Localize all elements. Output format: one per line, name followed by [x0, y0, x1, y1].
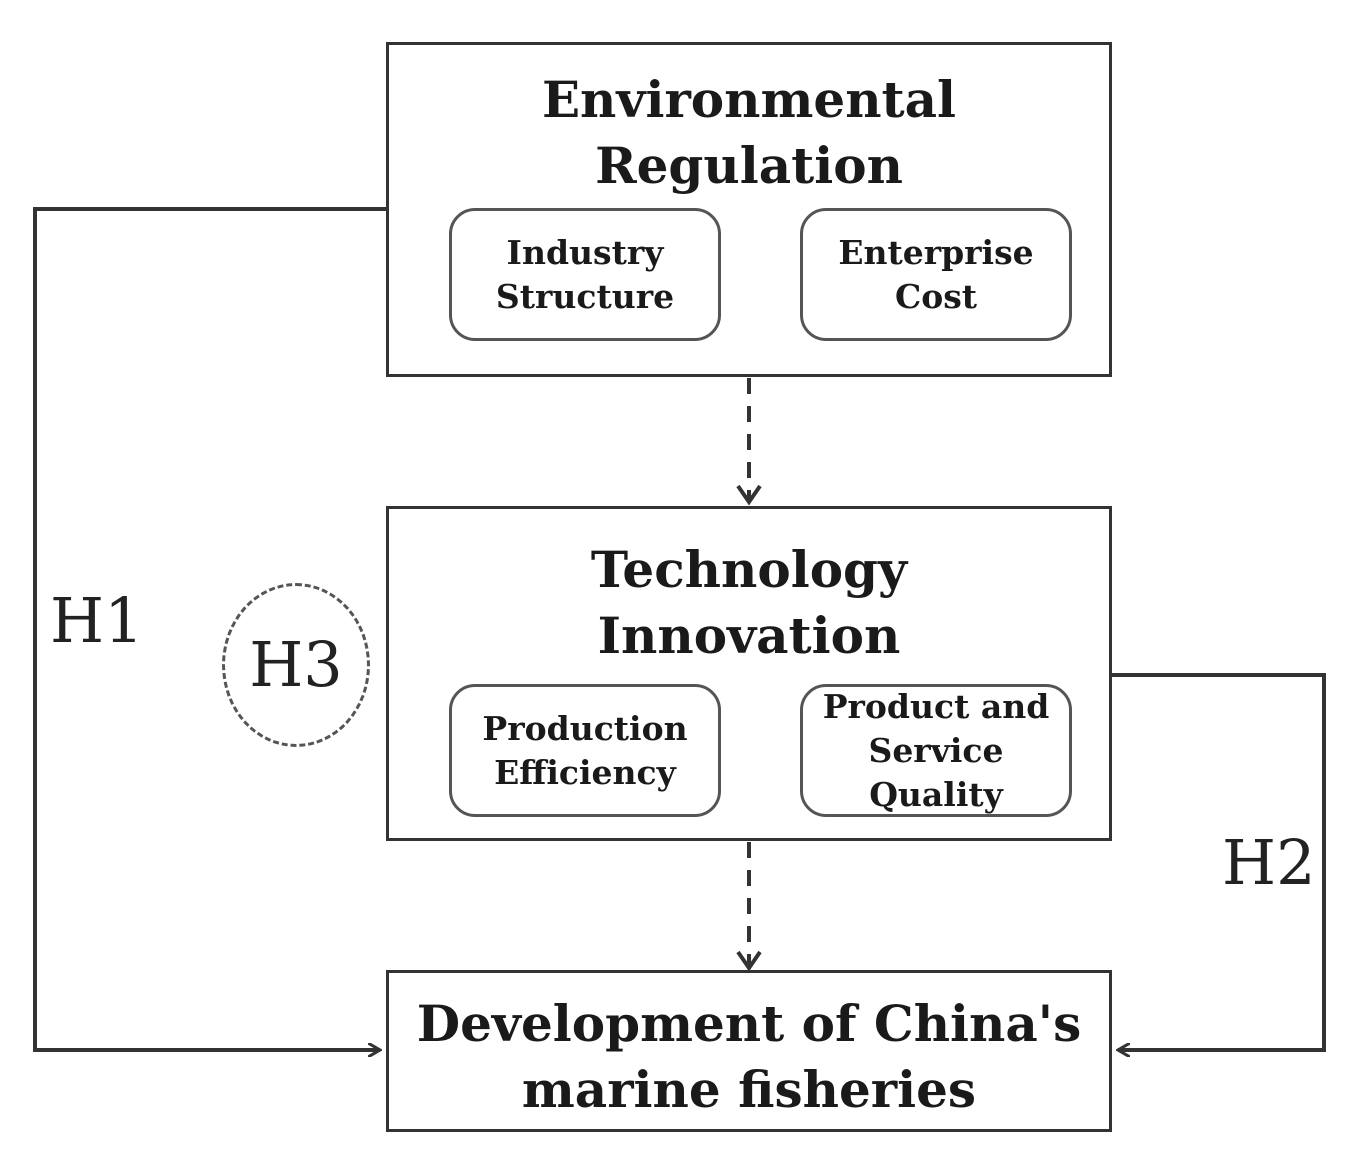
h3-dashed-circle: H3: [222, 583, 370, 747]
env-to-tech-arrowhead: [736, 484, 762, 506]
h2-connector: [1110, 673, 1326, 1050]
product-service-quality-box: Product and Service Quality: [800, 684, 1072, 817]
h2-label: H2: [1222, 826, 1316, 899]
development-box: Development of China's marine fisheries: [386, 970, 1112, 1132]
h1-label: H1: [50, 584, 144, 657]
production-efficiency-box: Production Efficiency: [449, 684, 721, 817]
technology-innovation-title: Technology Innovation: [590, 540, 908, 665]
enterprise-cost-box: Enterprise Cost: [800, 208, 1072, 341]
h3-label: H3: [249, 628, 343, 701]
environmental-regulation-title: Environmental Regulation: [541, 70, 957, 195]
development-title: Development of China's marine fisheries: [416, 994, 1082, 1119]
industry-structure-box: Industry Structure: [449, 208, 721, 341]
tech-to-dev-arrowhead: [736, 950, 762, 972]
h1-connector: [33, 207, 386, 1050]
